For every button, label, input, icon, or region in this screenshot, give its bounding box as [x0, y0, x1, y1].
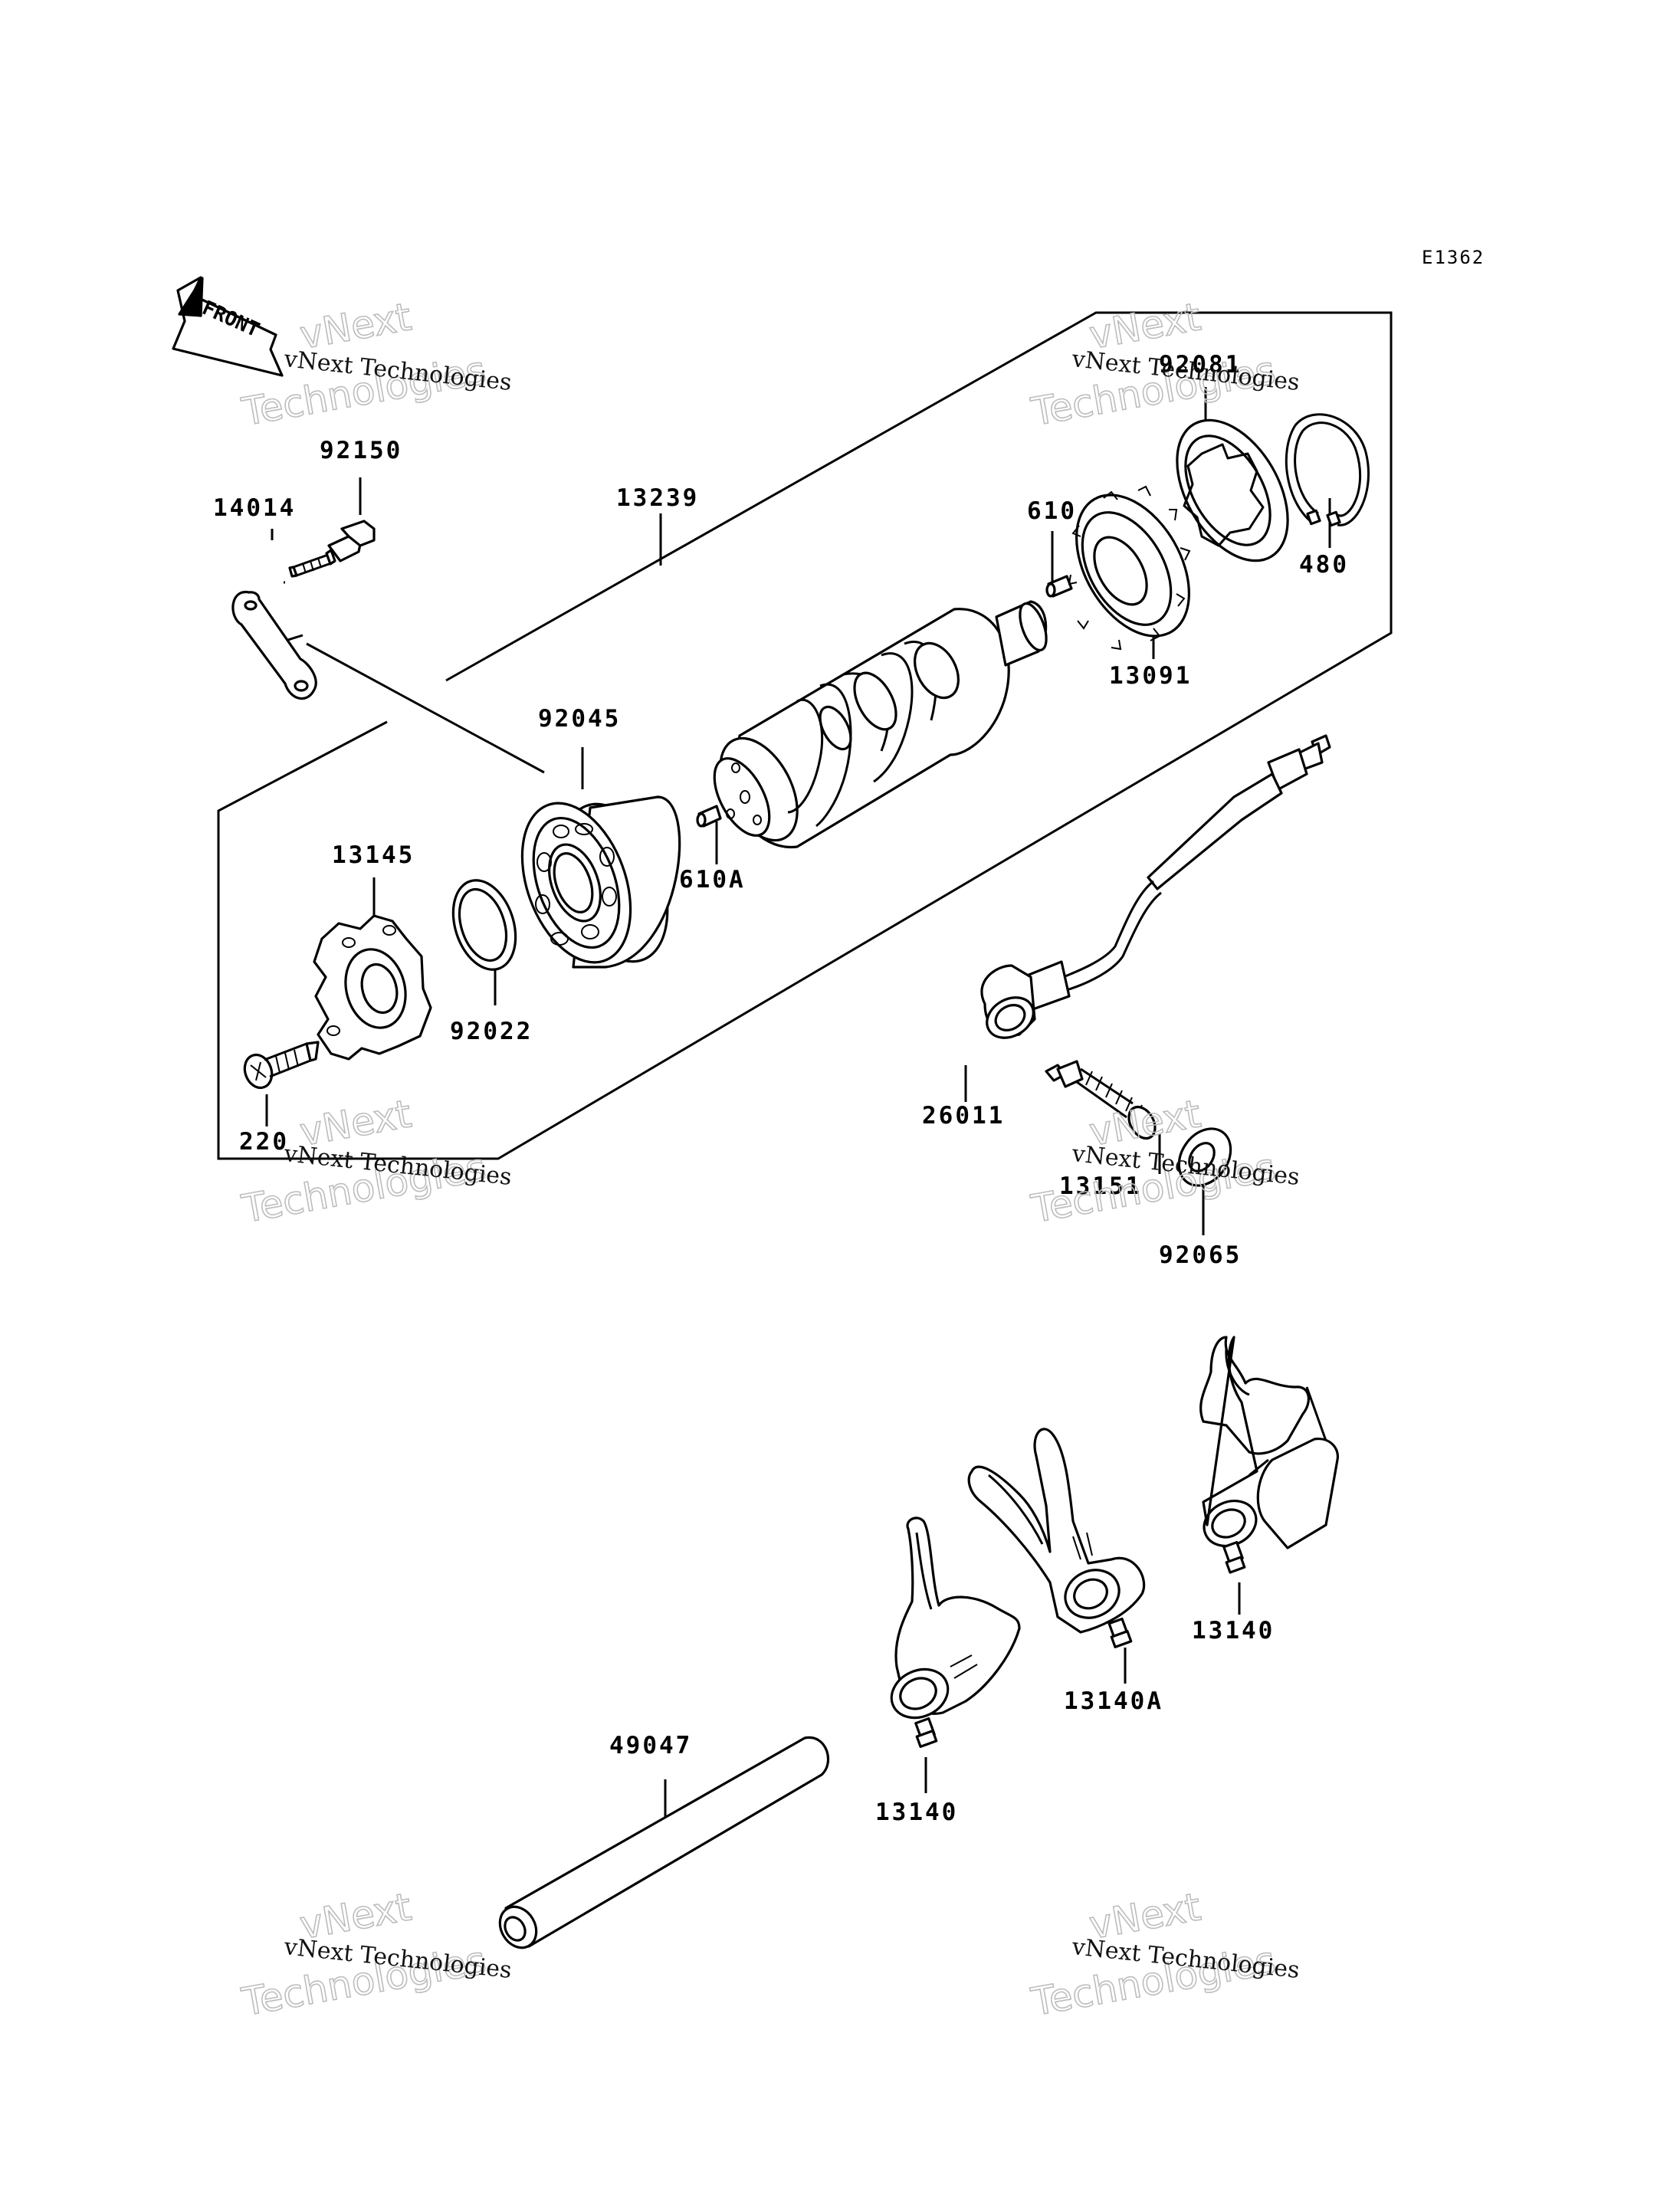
- front-arrow-icon: FRONT: [172, 276, 284, 377]
- shift-drum-13239-icon: [713, 600, 1048, 849]
- watermark-top-left: vNext Technologies vNext Technologies: [238, 294, 513, 435]
- gear-13145-icon: [313, 914, 432, 1061]
- label-13091: 13091: [1109, 662, 1192, 690]
- watermark-bottom-right: vNext Technologies vNext Technologies: [1027, 1884, 1301, 2025]
- shift-fork-13140-right-icon: [1199, 1336, 1339, 1574]
- label-13239: 13239: [616, 484, 699, 512]
- watermark-middle-left: vNext Technologies vNext Technologies: [238, 1091, 513, 1232]
- label-92065: 92065: [1159, 1241, 1242, 1269]
- plate-92081-icon: [1176, 418, 1289, 562]
- label-13140-right: 13140: [1192, 1617, 1275, 1644]
- label-13145: 13145: [332, 841, 415, 869]
- shift-fork-13140-left-icon: [890, 1517, 1021, 1748]
- label-13140-left: 13140: [875, 1799, 958, 1826]
- washer-92065-icon: [1177, 1127, 1232, 1187]
- bolt-92150-icon: [288, 520, 376, 578]
- label-610: 610: [1027, 497, 1077, 525]
- diagram-code: E1362: [1422, 247, 1485, 268]
- label-26011: 26011: [922, 1102, 1005, 1130]
- label-480: 480: [1299, 551, 1349, 579]
- gear-13091-icon: [1068, 485, 1191, 651]
- bearing-92045-icon: [520, 795, 681, 969]
- label-220: 220: [239, 1128, 289, 1156]
- pin-610A-icon: [696, 805, 722, 828]
- pin-610-icon: [1045, 575, 1073, 598]
- label-49047: 49047: [609, 1732, 692, 1759]
- label-92081: 92081: [1159, 351, 1242, 379]
- watermark-top-right: vNext Technologies vNext Technologies: [1027, 294, 1301, 435]
- spring-bolt-13151-icon: [1045, 1060, 1157, 1140]
- part-labels: 92150 14014 13239 92081 610 480 13091 92…: [213, 351, 1349, 1826]
- shaft-49047-icon: [498, 1736, 830, 1949]
- label-14014: 14014: [213, 494, 296, 522]
- shift-fork-13140A-icon: [967, 1428, 1146, 1648]
- label-92150: 92150: [320, 437, 402, 464]
- label-13151: 13151: [1059, 1172, 1142, 1200]
- label-92022: 92022: [450, 1018, 533, 1045]
- ring-92022-icon: [451, 879, 517, 971]
- assembly-outline: [217, 311, 1393, 1160]
- shift-lever-26011-icon: [980, 734, 1331, 1039]
- label-92045: 92045: [538, 705, 621, 733]
- circlip-480-icon: [1285, 413, 1370, 527]
- watermark-middle-right: vNext Technologies vNext Technologies: [1027, 1091, 1301, 1232]
- plate-14014-icon: [231, 591, 317, 700]
- screw-220-icon: [243, 1041, 320, 1090]
- label-610A: 610A: [679, 866, 746, 894]
- watermark-bottom-left: vNext Technologies vNext Technologies: [238, 1884, 513, 2025]
- label-13140A: 13140A: [1064, 1687, 1163, 1715]
